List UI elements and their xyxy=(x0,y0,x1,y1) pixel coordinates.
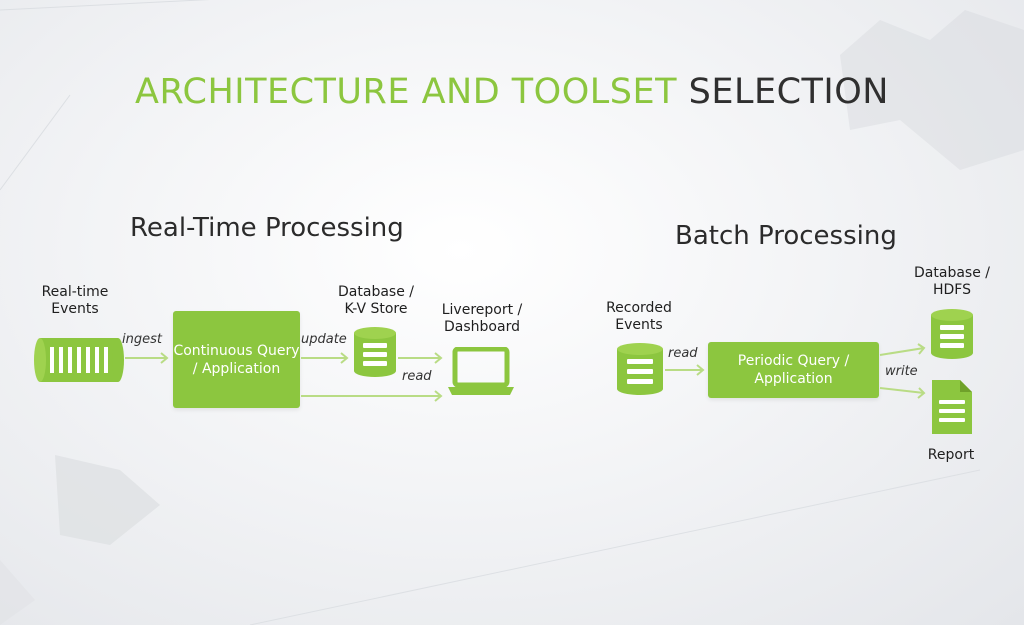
write-db-arrow xyxy=(879,347,925,356)
document-icon xyxy=(930,378,974,436)
write-report-arrow-head xyxy=(917,387,926,399)
batch-db-label: Database / HDFS xyxy=(914,265,990,298)
recorded-database-icon xyxy=(616,343,664,395)
db-to-dashboard-arrow-head xyxy=(434,352,443,364)
app-to-dashboard-arrow-head xyxy=(434,390,443,402)
update-label: update xyxy=(301,332,347,347)
queue-icon xyxy=(34,336,124,384)
write-report-arrow xyxy=(879,387,925,394)
batch-read-arrow-head xyxy=(696,364,705,376)
report-label: Report xyxy=(927,447,975,463)
batch-read-label: read xyxy=(668,346,698,361)
dashboard-label: Livereport / Dashboard xyxy=(441,302,523,335)
page-title: ARCHITECTURE AND TOOLSET SELECTION xyxy=(0,72,1024,112)
realtime-heading: Real-Time Processing xyxy=(130,213,404,243)
ingest-arrow-head xyxy=(160,352,169,364)
batch-heading: Batch Processing xyxy=(675,221,897,251)
title-accent: ARCHITECTURE AND TOOLSET xyxy=(135,72,677,112)
periodic-query-box: Periodic Query / Application xyxy=(708,342,879,398)
update-arrow-head xyxy=(340,352,349,364)
write-db-arrow-head xyxy=(917,343,926,355)
continuous-query-box: Continuous Query / Application xyxy=(173,311,300,408)
hdfs-database-icon xyxy=(930,309,974,359)
realtime-source-label: Real-time Events xyxy=(41,284,109,317)
write-label: write xyxy=(885,364,918,379)
ingest-label: ingest xyxy=(122,332,162,347)
realtime-db-label: Database / K-V Store xyxy=(338,284,414,317)
laptop-icon xyxy=(446,347,516,397)
realtime-read-label: read xyxy=(402,369,432,384)
batch-source-label: Recorded Events xyxy=(606,300,672,333)
database-icon xyxy=(353,327,397,377)
title-rest: SELECTION xyxy=(688,72,889,112)
